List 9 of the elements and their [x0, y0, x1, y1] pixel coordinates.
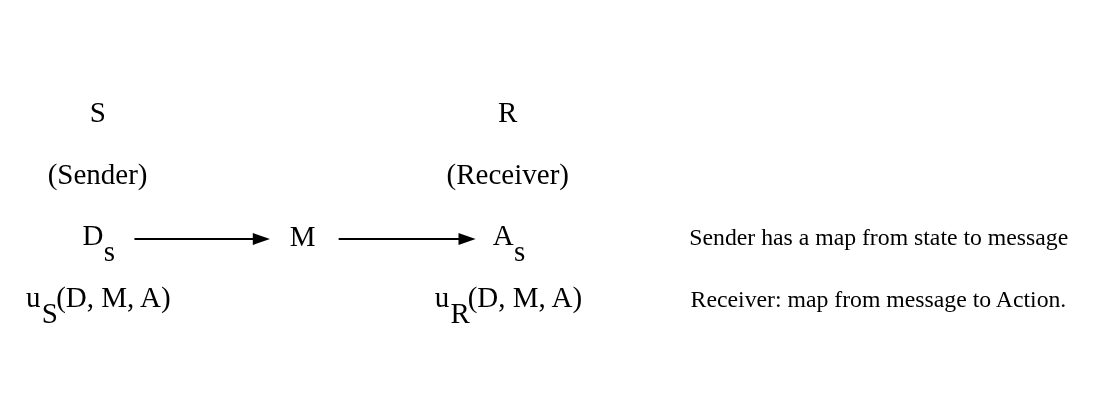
label: (Receiver)	[446, 158, 569, 191]
arrow	[337, 233, 476, 245]
arrow	[133, 233, 270, 245]
node-text: M	[289, 220, 316, 253]
label: Sender has a map from state to message	[689, 223, 1069, 250]
label: R	[498, 96, 518, 129]
label: (Sender)	[47, 158, 148, 191]
label: Receiver: map from message to Action.	[690, 285, 1067, 312]
label: S	[89, 96, 106, 129]
